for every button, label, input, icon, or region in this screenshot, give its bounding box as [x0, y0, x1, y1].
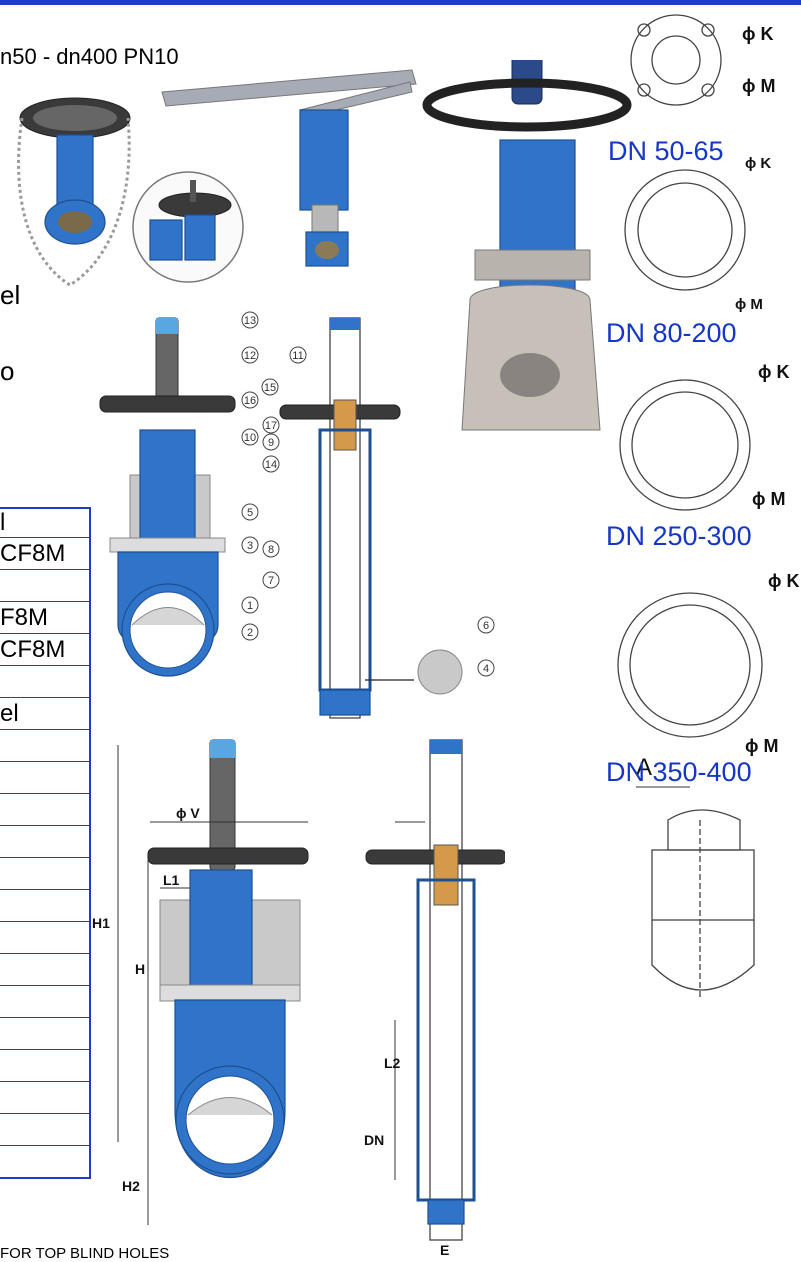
- callout-3: 3: [247, 540, 253, 552]
- table-cell: l: [0, 507, 91, 538]
- table-row: [0, 793, 91, 826]
- dim-e: E: [440, 1242, 449, 1258]
- dim-h2: H2: [122, 1178, 140, 1194]
- table-row: [0, 921, 91, 954]
- callout-4: 4: [483, 663, 489, 675]
- side-text-fragment-2: o: [0, 356, 15, 386]
- flange-4-dim-m: ϕ M: [745, 736, 779, 756]
- flange-label-dn50-65: DN 50-65: [608, 136, 724, 166]
- callout-7: 7: [268, 575, 274, 587]
- dim-dn: DN: [364, 1132, 384, 1148]
- table-row: [0, 729, 91, 762]
- side-text-fragment-1: el: [0, 280, 21, 310]
- flange-3-dim-m: ϕ M: [752, 489, 786, 509]
- table-cell: [0, 857, 91, 890]
- flange-2-dim-m: ϕ M: [735, 296, 763, 313]
- flange-label-dn350-400: DN 350-400: [606, 757, 752, 787]
- table-row: [0, 569, 91, 602]
- table-row: [0, 665, 91, 698]
- table-row: CF8M: [0, 537, 91, 570]
- table-cell: [0, 1049, 91, 1082]
- table-cell: [0, 793, 91, 826]
- table-cell: [0, 1017, 91, 1050]
- valve-dimension-drawing: ϕ V H1 H L1 H2 L2 DN E: [92, 739, 505, 1258]
- table-row: el: [0, 697, 91, 730]
- chainwheel-valve-image: [17, 97, 131, 287]
- table-cell: CF8M: [0, 537, 91, 570]
- flange-4-dim-k: ϕ K: [768, 571, 800, 591]
- flange-3-dim-k: ϕ K: [758, 362, 790, 382]
- table-cell: [0, 1145, 91, 1179]
- table-cell: F8M: [0, 601, 91, 634]
- flange-views: ϕ K ϕ M ϕ K ϕ M ϕ K ϕ M ϕ K ϕ M: [617, 14, 800, 756]
- callout-2: 2: [247, 627, 253, 639]
- dim-l2: L2: [384, 1055, 401, 1071]
- table-row: [0, 985, 91, 1018]
- callout-8: 8: [268, 544, 274, 556]
- table-row: [0, 953, 91, 986]
- table-row: [0, 1017, 91, 1050]
- callout-10: 10: [244, 432, 256, 444]
- valve-cross-section-drawing: 13 12 11 15 16 17 9 10 14 5 3 8 7 1 2 6 …: [99, 311, 495, 719]
- callout-13: 13: [244, 315, 256, 327]
- table-row: [0, 1145, 91, 1179]
- callout-6: 6: [483, 620, 489, 632]
- table-cell: [0, 889, 91, 922]
- lever-valve-image: [161, 69, 417, 267]
- top-accent-bar: [0, 0, 801, 5]
- table-cell: el: [0, 697, 91, 730]
- table-cell: [0, 1113, 91, 1146]
- callout-12: 12: [244, 350, 256, 362]
- callout-16: 16: [244, 395, 256, 407]
- table-cell: [0, 953, 91, 986]
- handwheel-gearbox-image: [132, 171, 244, 283]
- flange-2-dim-k: ϕ K: [745, 155, 771, 172]
- callout-1: 1: [247, 600, 253, 612]
- handwheel-valve-image: [422, 60, 632, 431]
- table-row: [0, 1113, 91, 1146]
- table-row: [0, 761, 91, 794]
- table-row: [0, 889, 91, 922]
- callout-17: 17: [265, 420, 277, 432]
- table-row: [0, 857, 91, 890]
- dim-h: H: [135, 961, 145, 977]
- flange-label-dn80-200: DN 80-200: [606, 318, 737, 348]
- page-title: n50 - dn400 PN10: [0, 44, 179, 69]
- detail-a-drawing: A: [636, 754, 755, 1000]
- table-cell: [0, 761, 91, 794]
- dim-a: A: [636, 754, 652, 781]
- dim-h1: H1: [92, 915, 110, 931]
- table-cell: [0, 825, 91, 858]
- table-row: CF8M: [0, 633, 91, 666]
- dim-l1: L1: [163, 872, 180, 888]
- table-row: F8M: [0, 601, 91, 634]
- table-cell: [0, 985, 91, 1018]
- product-photos: [17, 60, 632, 431]
- flange-1-dim-k: ϕ K: [742, 24, 774, 44]
- table-row: [0, 825, 91, 858]
- table-cell: [0, 569, 91, 602]
- flange-label-dn250-300: DN 250-300: [606, 521, 752, 551]
- table-row: l: [0, 507, 91, 538]
- table-cell: [0, 729, 91, 762]
- table-cell: [0, 1081, 91, 1114]
- callout-9: 9: [268, 437, 274, 449]
- callout-5: 5: [247, 507, 253, 519]
- footnote: FOR TOP BLIND HOLES: [0, 1245, 170, 1262]
- callout-14: 14: [265, 459, 277, 471]
- callout-11: 11: [292, 350, 303, 362]
- dim-phi-v: ϕ V: [176, 805, 200, 821]
- table-cell: [0, 665, 91, 698]
- callout-15: 15: [264, 382, 276, 394]
- table-cell: [0, 921, 91, 954]
- table-cell: CF8M: [0, 633, 91, 666]
- table-row: [0, 1081, 91, 1114]
- table-row: [0, 1049, 91, 1082]
- flange-1-dim-m: ϕ M: [742, 76, 776, 96]
